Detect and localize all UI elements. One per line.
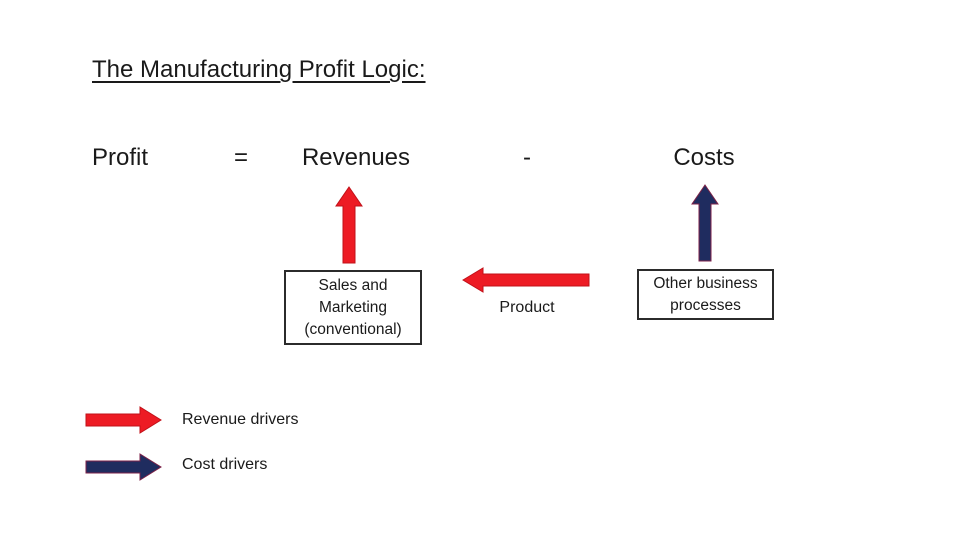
sales-marketing-box-line: Sales and (318, 276, 388, 294)
equation-term-revenues: Revenues (301, 144, 411, 171)
cost-up-arrow-icon (691, 184, 719, 262)
equation-equals-sign: = (233, 144, 249, 171)
other-processes-box-line: processes (670, 296, 741, 314)
other-processes-box-line: Other business (653, 274, 758, 292)
sales-marketing-box-line: Marketing (318, 298, 388, 316)
legend-revenue-label: Revenue drivers (182, 411, 299, 428)
legend-cost-arrow-icon (85, 453, 162, 481)
revenue-up-arrow-icon (335, 186, 363, 264)
other-processes-box: Other business processes (637, 269, 774, 320)
page-title: The Manufacturing Profit Logic: (92, 56, 426, 83)
equation-term-costs: Costs (673, 144, 735, 171)
product-label: Product (499, 299, 555, 316)
legend-cost-label: Cost drivers (182, 456, 268, 473)
product-left-arrow-icon (462, 267, 590, 293)
equation-minus-sign: - (523, 144, 531, 171)
equation-term-profit: Profit (91, 144, 149, 171)
sales-marketing-box: Sales and Marketing (conventional) (284, 270, 422, 345)
legend-revenue-arrow-icon (85, 406, 162, 434)
sales-marketing-box-line: (conventional) (304, 320, 402, 338)
